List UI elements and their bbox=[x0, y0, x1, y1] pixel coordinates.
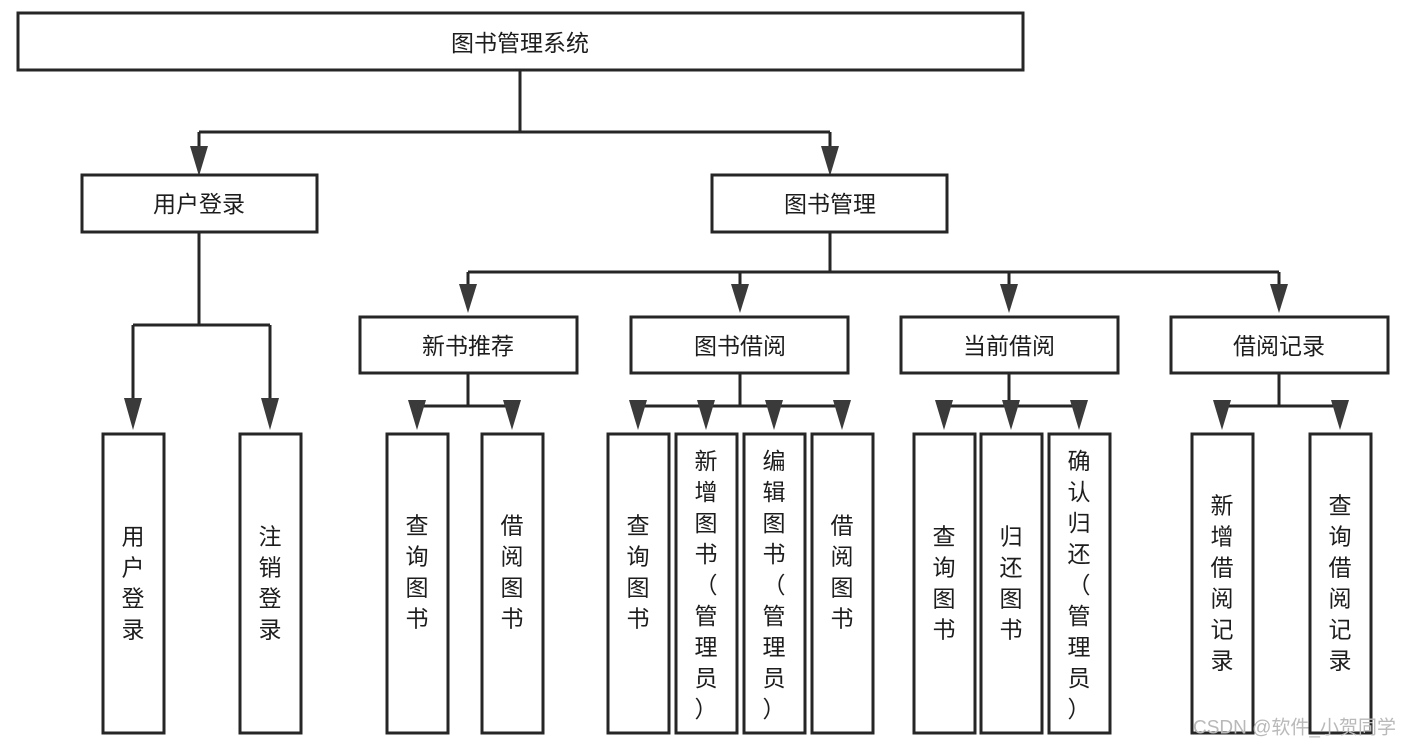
edge-group-current-borrow bbox=[935, 373, 1088, 430]
node-book-borrow-label: 图书借阅 bbox=[694, 333, 786, 359]
node-user-login-box[interactable] bbox=[80, 173, 319, 234]
node-leaf-borrow-book-b-label: 借阅图书 bbox=[831, 513, 854, 632]
node-leaf-query-book-c-label: 查询图书 bbox=[933, 524, 956, 643]
node-leaf-return-book[interactable]: 归还图书 bbox=[979, 432, 1044, 735]
node-leaf-add-record-box[interactable] bbox=[1190, 432, 1255, 735]
node-book-manage-box[interactable] bbox=[710, 173, 949, 234]
node-book-borrow-box[interactable] bbox=[629, 315, 850, 375]
node-leaf-query-record-box[interactable] bbox=[1308, 432, 1373, 735]
arrow-head-icon bbox=[765, 400, 783, 430]
node-leaf-edit-book-box[interactable] bbox=[742, 432, 807, 735]
node-borrow-record[interactable]: 借阅记录 bbox=[1169, 315, 1390, 375]
node-user-login-label: 用户登录 bbox=[153, 191, 245, 217]
edge-group-book-borrow bbox=[629, 373, 851, 430]
arrow-head-icon bbox=[629, 400, 647, 430]
node-leaf-add-book[interactable]: 新增图书（管理员） bbox=[674, 432, 739, 735]
node-leaf-query-book-a-label: 查询图书 bbox=[406, 513, 429, 632]
edge-group-borrow-record bbox=[1213, 373, 1349, 430]
node-leaf-logout-label: 注销登录 bbox=[259, 524, 282, 643]
node-leaf-add-book-box[interactable] bbox=[674, 432, 739, 735]
node-book-borrow[interactable]: 图书借阅 bbox=[629, 315, 850, 375]
node-leaf-query-book-b-box[interactable] bbox=[606, 432, 671, 735]
node-leaf-query-book-b-label: 查询图书 bbox=[627, 513, 650, 632]
node-leaf-logout-box[interactable] bbox=[238, 432, 303, 735]
arrow-head-icon bbox=[731, 284, 749, 313]
node-leaf-query-record-label: 查询借阅记录 bbox=[1329, 493, 1352, 674]
arrow-head-icon bbox=[1002, 400, 1020, 430]
node-leaf-logout[interactable]: 注销登录 bbox=[238, 432, 303, 735]
node-user-login[interactable]: 用户登录 bbox=[80, 173, 319, 234]
arrow-head-icon bbox=[1000, 284, 1018, 313]
node-leaf-add-record[interactable]: 新增借阅记录 bbox=[1190, 432, 1255, 735]
node-root-box[interactable] bbox=[16, 11, 1025, 72]
node-new-book-rec-label: 新书推荐 bbox=[422, 333, 514, 359]
node-borrow-record-label: 借阅记录 bbox=[1233, 333, 1325, 359]
node-book-manage[interactable]: 图书管理 bbox=[710, 173, 949, 234]
node-leaf-query-book-a-box[interactable] bbox=[385, 432, 450, 735]
node-borrow-record-box[interactable] bbox=[1169, 315, 1390, 375]
node-leaf-add-book-label: 新增图书（管理员） bbox=[695, 448, 718, 722]
arrow-head-icon bbox=[1331, 400, 1349, 430]
node-leaf-query-book-c-box[interactable] bbox=[912, 432, 977, 735]
node-current-borrow-box[interactable] bbox=[899, 315, 1120, 375]
node-root-label: 图书管理系统 bbox=[451, 30, 589, 56]
arrow-head-icon bbox=[190, 146, 208, 176]
node-leaf-edit-book[interactable]: 编辑图书（管理员） bbox=[742, 432, 807, 735]
node-leaf-borrow-book-b-box[interactable] bbox=[810, 432, 875, 735]
node-new-book-rec[interactable]: 新书推荐 bbox=[358, 315, 579, 375]
node-leaf-query-book-b[interactable]: 查询图书 bbox=[606, 432, 671, 735]
node-leaf-query-book-a[interactable]: 查询图书 bbox=[385, 432, 450, 735]
node-leaf-borrow-book-b[interactable]: 借阅图书 bbox=[810, 432, 875, 735]
node-leaf-confirm-return[interactable]: 确认归还（管理员） bbox=[1047, 432, 1112, 735]
node-leaf-user-login-box[interactable] bbox=[101, 432, 166, 735]
arrow-head-icon bbox=[124, 398, 142, 430]
node-current-borrow[interactable]: 当前借阅 bbox=[899, 315, 1120, 375]
node-leaf-user-login-label: 用户登录 bbox=[122, 524, 145, 643]
arrow-head-icon bbox=[503, 400, 521, 430]
arrow-head-icon bbox=[459, 284, 477, 313]
node-leaf-edit-book-label: 编辑图书（管理员） bbox=[763, 448, 786, 722]
node-book-manage-label: 图书管理 bbox=[784, 191, 876, 217]
node-leaf-user-login[interactable]: 用户登录 bbox=[101, 432, 166, 735]
node-leaf-borrow-book-a[interactable]: 借阅图书 bbox=[480, 432, 545, 735]
arrow-head-icon bbox=[821, 146, 839, 176]
node-leaf-return-book-box[interactable] bbox=[979, 432, 1044, 735]
arrow-head-icon bbox=[408, 400, 426, 430]
arrow-head-icon bbox=[833, 400, 851, 430]
node-root[interactable]: 图书管理系统 bbox=[16, 11, 1025, 72]
edge-group-root bbox=[190, 70, 839, 176]
arrow-head-icon bbox=[1270, 284, 1288, 313]
node-leaf-borrow-book-a-box[interactable] bbox=[480, 432, 545, 735]
node-leaf-add-record-label: 新增借阅记录 bbox=[1211, 493, 1234, 674]
node-current-borrow-label: 当前借阅 bbox=[963, 333, 1055, 359]
node-leaf-query-record[interactable]: 查询借阅记录 bbox=[1308, 432, 1373, 735]
node-leaf-return-book-label: 归还图书 bbox=[1000, 524, 1023, 643]
arrow-head-icon bbox=[697, 400, 715, 430]
node-leaf-confirm-return-box[interactable] bbox=[1047, 432, 1112, 735]
node-new-book-rec-box[interactable] bbox=[358, 315, 579, 375]
node-leaf-query-book-c[interactable]: 查询图书 bbox=[912, 432, 977, 735]
edge-group-book-manage bbox=[459, 232, 1288, 313]
arrow-head-icon bbox=[1213, 400, 1231, 430]
arrow-head-icon bbox=[261, 398, 279, 430]
arrow-head-icon bbox=[935, 400, 953, 430]
node-leaf-confirm-return-label: 确认归还（管理员） bbox=[1068, 448, 1091, 722]
edge-group-user-login bbox=[124, 232, 279, 430]
node-leaf-borrow-book-a-label: 借阅图书 bbox=[501, 513, 524, 632]
watermark-label: CSDN @软件_小贺同学 bbox=[1193, 717, 1396, 739]
arrow-head-icon bbox=[1070, 400, 1088, 430]
edge-group-new-book-rec bbox=[408, 373, 521, 430]
